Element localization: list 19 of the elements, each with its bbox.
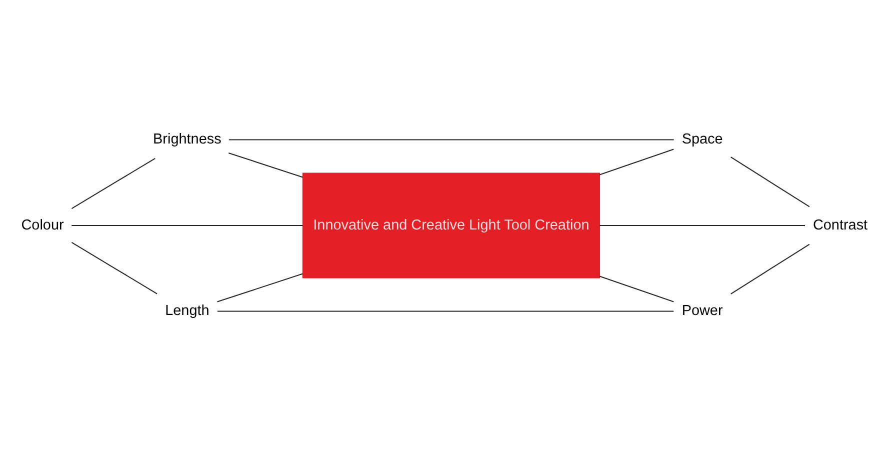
connector bbox=[599, 276, 674, 302]
node-box: Innovative and Creative Light Tool Creation bbox=[302, 172, 600, 278]
node-text: Length bbox=[165, 303, 210, 320]
connector bbox=[217, 273, 303, 302]
node-text: Contrast bbox=[812, 217, 868, 234]
connector bbox=[730, 244, 810, 294]
node-text: Power bbox=[682, 303, 723, 320]
connector bbox=[600, 224, 806, 226]
connector bbox=[599, 148, 674, 176]
connector bbox=[218, 310, 674, 312]
connector bbox=[71, 158, 156, 209]
node-text: Space bbox=[682, 132, 723, 148]
connector bbox=[72, 224, 303, 226]
connector bbox=[228, 139, 674, 140]
connector bbox=[730, 156, 810, 208]
connector bbox=[228, 152, 303, 178]
connector bbox=[71, 242, 158, 294]
node-text: Colour bbox=[21, 217, 64, 234]
node-text: Brightness bbox=[153, 132, 222, 148]
